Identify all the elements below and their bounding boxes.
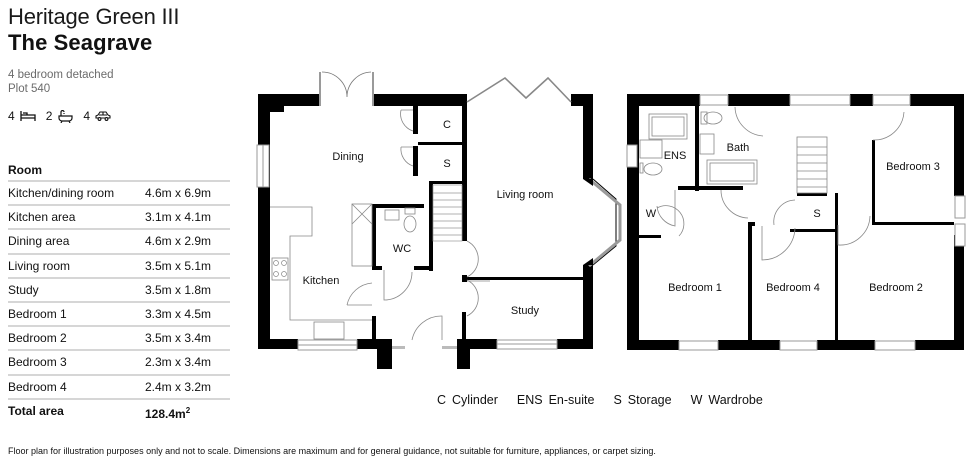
room-dimensions-table: Room Kitchen/dining room 4.6m x 6.9m Kitc… <box>8 160 230 424</box>
house-type-title: The Seagrave <box>8 30 153 55</box>
table-row: Living room 3.5m x 5.1m <box>8 255 230 279</box>
car-icon <box>95 111 111 121</box>
development-name: Heritage Green III <box>8 4 180 29</box>
bathroom-count: 2 <box>45 109 53 123</box>
table-row: Bedroom 1 3.3m x 4.5m <box>8 303 230 328</box>
legend-label: En-suite <box>548 393 595 407</box>
house-description: 4 bedroom detached <box>8 69 114 81</box>
legend-key: W <box>690 393 703 407</box>
total-area-value: 128.4m2 <box>145 400 230 424</box>
legend-item: W Wardrobe <box>691 393 763 407</box>
label-dining: Dining <box>332 151 363 163</box>
table-header: Room <box>8 160 230 182</box>
table-row: Bedroom 2 3.5m x 3.4m <box>8 327 230 352</box>
total-area-number: 128.4m <box>145 406 186 421</box>
table-row: Study 3.5m x 1.8m <box>8 279 230 303</box>
label-cylinder: C <box>443 119 451 131</box>
room-dims: 3.1m x 4.1m <box>145 210 212 225</box>
room-dims: 3.3m x 4.5m <box>145 306 212 321</box>
room-dims: 3.5m x 5.1m <box>145 258 212 273</box>
label-living-room: Living room <box>497 189 554 201</box>
disclaimer-text: Floor plan for illustration purposes onl… <box>8 446 656 456</box>
room-name: Bedroom 1 <box>8 306 67 321</box>
label-wardrobe: W <box>646 208 657 220</box>
ground-floor-plan: Dining C S Living room Kitchen WC Study <box>256 71 622 369</box>
room-name: Kitchen/dining room <box>8 186 115 200</box>
room-dims: 4.6m x 2.9m <box>145 234 212 249</box>
total-area-unit: 2 <box>185 405 191 415</box>
total-area-label: Total area <box>8 403 64 418</box>
room-name: Living room <box>8 258 71 273</box>
label-bedroom-2: Bedroom 2 <box>869 282 923 294</box>
label-ensuite: ENS <box>664 150 687 162</box>
room-name: Kitchen area <box>8 210 76 225</box>
legend-key: C <box>437 393 447 407</box>
room-name: Dining area <box>8 234 70 249</box>
legend-key: ENS <box>516 393 543 407</box>
label-bath: Bath <box>727 142 750 154</box>
room-name: Bedroom 2 <box>8 331 67 346</box>
table-row: Kitchen/dining room 4.6m x 6.9m <box>8 182 230 207</box>
label-study: Study <box>511 305 540 317</box>
table-row: Bedroom 3 2.3m x 3.4m <box>8 351 230 376</box>
table-row: Dining area 4.6m x 2.9m <box>8 230 230 255</box>
bed-icon <box>20 111 36 121</box>
label-bedroom-4: Bedroom 4 <box>766 282 820 294</box>
room-name: Bedroom 4 <box>8 379 67 394</box>
label-bedroom-3: Bedroom 3 <box>886 161 940 173</box>
feature-icons: 4 2 4 <box>8 109 121 123</box>
legend-item: S Storage <box>613 393 671 407</box>
label-kitchen: Kitchen <box>303 275 340 287</box>
room-name: Bedroom 3 <box>8 355 67 370</box>
label-wc: WC <box>393 243 411 255</box>
legend-label: Wardrobe <box>708 393 763 407</box>
abbreviation-legend: C Cylinder ENS En-suite S Storage W Wardrobe <box>437 393 782 407</box>
table-row: Kitchen area 3.1m x 4.1m <box>8 206 230 231</box>
label-storage-first: S <box>813 208 820 220</box>
label-bedroom-1: Bedroom 1 <box>668 282 722 294</box>
legend-key: S <box>613 393 622 407</box>
room-dims: 2.4m x 3.2m <box>145 379 212 394</box>
label-storage: S <box>443 158 450 170</box>
total-area-row: Total area 128.4m2 <box>8 400 230 424</box>
room-dims: 3.5m x 3.4m <box>145 331 212 346</box>
room-dims: 2.3m x 3.4m <box>145 355 212 370</box>
legend-item: C Cylinder <box>437 393 498 407</box>
legend-label: Storage <box>627 393 672 407</box>
room-name: Study <box>8 282 39 297</box>
room-dims: 3.5m x 1.8m <box>145 282 212 297</box>
first-floor-plan: ENS Bath Bedroom 3 W S Bedroom 1 Bedroom… <box>626 94 966 351</box>
plot-number: Plot 540 <box>8 83 51 95</box>
bedroom-count: 4 <box>8 109 15 123</box>
table-row: Bedroom 4 2.4m x 3.2m <box>8 376 230 400</box>
house-subtitle: 4 bedroom detached Plot 540 <box>8 68 114 96</box>
bath-icon <box>58 109 73 123</box>
parking-count: 4 <box>83 109 91 123</box>
room-dims: 4.6m x 6.9m <box>145 186 212 200</box>
legend-item: ENS En-suite <box>517 393 595 407</box>
legend-label: Cylinder <box>452 393 498 407</box>
